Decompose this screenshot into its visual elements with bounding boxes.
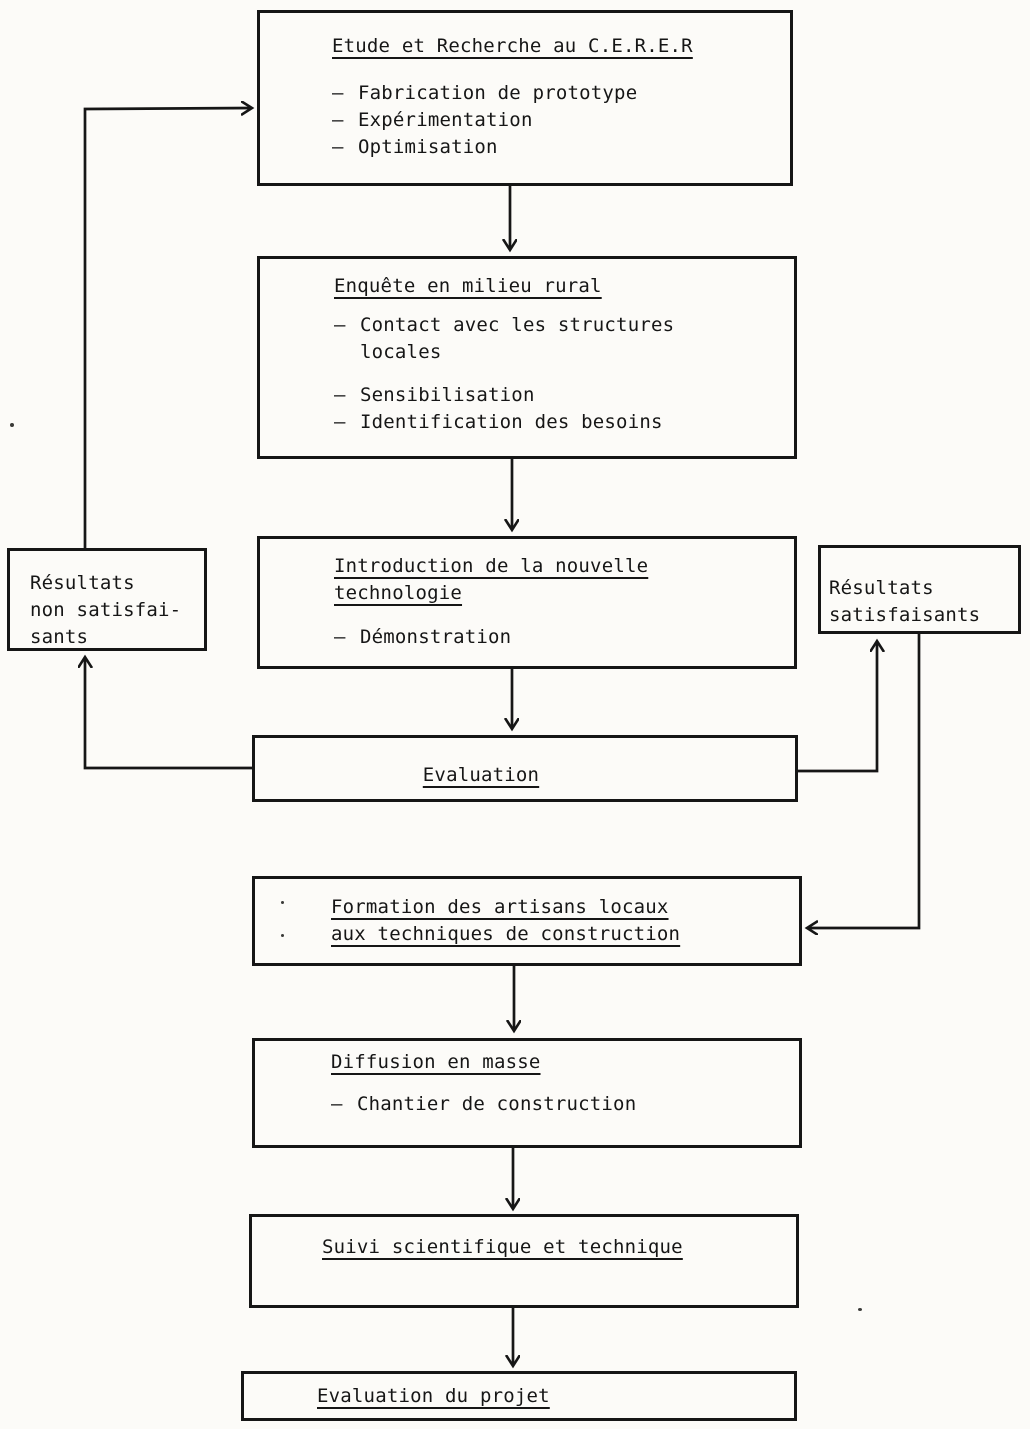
box-items: –Chantier de construction <box>331 1091 799 1118</box>
bullet-text: Démonstration <box>360 626 512 648</box>
box-title: Etude et Recherche au C.E.R.E.R <box>332 35 693 57</box>
bullet-item: –Expérimentation <box>332 107 790 134</box>
flowchart-box-diffusion-masse: Diffusion en masse –Chantier de construc… <box>252 1038 802 1148</box>
flowchart-box-resultats-satisfaisants: Résultats satisfaisants <box>818 545 1021 634</box>
bullet-text: Identification des besoins <box>360 411 663 433</box>
flowchart-box-formation-artisans: Formation des artisans locaux aux techniq… <box>252 876 802 966</box>
box-title: Suivi scientifique et technique <box>322 1236 683 1258</box>
box-title: Enquête en milieu rural <box>334 275 602 297</box>
bullet-text: Sensibilisation <box>360 384 535 406</box>
box-items: –Démonstration <box>334 624 794 651</box>
bullet-text: Fabrication de prototype <box>358 82 638 104</box>
box-text-lines: Résultats non satisfai-sants <box>30 570 204 651</box>
bullet-text: Expérimentation <box>358 109 533 131</box>
arrow-res-sat-to-formation <box>807 634 921 928</box>
flowchart-box-suivi-scientifique: Suivi scientifique et technique <box>249 1214 799 1308</box>
bullet-dash: – <box>334 314 346 336</box>
bullet-dash: – <box>332 82 344 104</box>
bullet-text: Optimisation <box>358 136 498 158</box>
flowchart-box-introduction-technologie: Introduction de la nouvelle technologie –… <box>257 536 797 669</box>
flowchart-box-etude-recherche: Etude et Recherche au C.E.R.E.R –Fabrica… <box>257 10 793 186</box>
text-line: Introduction de la nouvelle <box>334 555 649 577</box>
text-line: Résultats <box>30 572 135 594</box>
bullet-text: Contact avec les structures locales <box>360 314 675 363</box>
box-text-lines: Résultats satisfaisants <box>829 575 1018 629</box>
bullet-dash: – <box>334 384 346 406</box>
bullet-item: –Optimisation <box>332 134 790 161</box>
bullet-item: –Contact avec les structures locales <box>334 312 794 366</box>
bullet-dash: – <box>332 136 344 158</box>
arrow-res-non-to-etude <box>83 108 252 548</box>
scan-speck <box>281 934 284 937</box>
flowchart-box-enquete-rurale: Enquête en milieu rural –Contact avec le… <box>257 256 797 459</box>
box-title: Evaluation <box>422 764 540 786</box>
scan-speck <box>10 423 14 427</box>
text-line: aux techniques de construction <box>331 923 681 945</box>
flowchart-box-resultats-non-satisfaisants: Résultats non satisfai-sants <box>7 548 207 651</box>
bullet-text: Chantier de construction <box>357 1093 637 1115</box>
bullet-dash: – <box>334 626 346 648</box>
bullet-dash: – <box>332 109 344 131</box>
bullet-item: –Sensibilisation <box>334 382 794 409</box>
text-line: technologie <box>334 582 463 604</box>
text-line: non satisfai- <box>30 599 182 621</box>
bullet-item: –Identification des besoins <box>334 409 794 436</box>
flowchart-box-evaluation: Evaluation <box>252 735 798 802</box>
bullet-dash: – <box>334 411 346 433</box>
box-items: –Fabrication de prototype–Expérimentatio… <box>332 80 790 161</box>
bullet-item: –Chantier de construction <box>331 1091 799 1118</box>
text-line: sants <box>30 626 89 648</box>
bullet-dash: – <box>331 1093 343 1115</box>
scan-speck <box>281 901 284 904</box>
arrow-evaluation-to-res-non <box>85 657 252 770</box>
text-line: Formation des artisans locaux <box>331 896 669 918</box>
box-title-lines: Introduction de la nouvelle technologie <box>334 553 794 607</box>
scan-speck <box>858 1308 862 1311</box>
bullet-item: –Démonstration <box>334 624 794 651</box>
box-title: Evaluation du projet <box>317 1385 550 1407</box>
flowchart-box-evaluation-projet: Evaluation du projet <box>241 1371 797 1421</box>
arrow-evaluation-to-res-sat <box>798 641 877 773</box>
box-title-lines: Formation des artisans locaux aux techniq… <box>331 894 799 948</box>
text-line: satisfaisants <box>829 604 981 626</box>
text-line: Résultats <box>829 577 934 599</box>
box-title: Diffusion en masse <box>331 1051 541 1073</box>
box-items: –Contact avec les structures locales–Sen… <box>334 312 794 436</box>
bullet-item: –Fabrication de prototype <box>332 80 790 107</box>
